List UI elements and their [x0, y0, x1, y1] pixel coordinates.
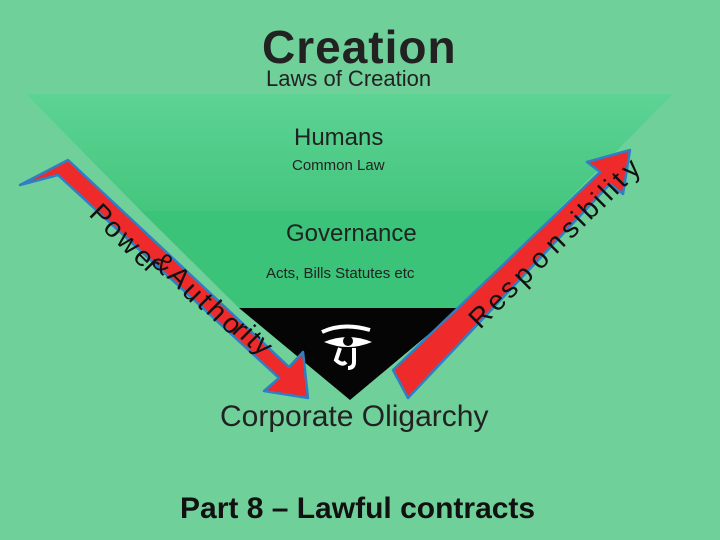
oligarchy-apex — [239, 308, 460, 400]
power-authority-arrow — [18, 158, 310, 400]
governance-band — [141, 211, 557, 308]
acts-bills-label: Acts, Bills Statutes etc — [266, 265, 415, 282]
humans-band — [26, 94, 673, 211]
slide-title: Creation — [262, 21, 457, 73]
humans-layer-label: Humans — [294, 124, 384, 151]
slide-subtitle: Laws of Creation — [266, 66, 432, 91]
part-heading: Part 8 – Lawful contracts — [180, 492, 536, 525]
governance-layer-label: Governance — [286, 220, 417, 247]
eye-of-horus-icon — [321, 324, 372, 370]
corporate-oligarchy-label: Corporate Oligarchy — [220, 400, 489, 433]
responsibility-arrow — [391, 148, 632, 400]
common-law-label: Common Law — [292, 157, 385, 174]
